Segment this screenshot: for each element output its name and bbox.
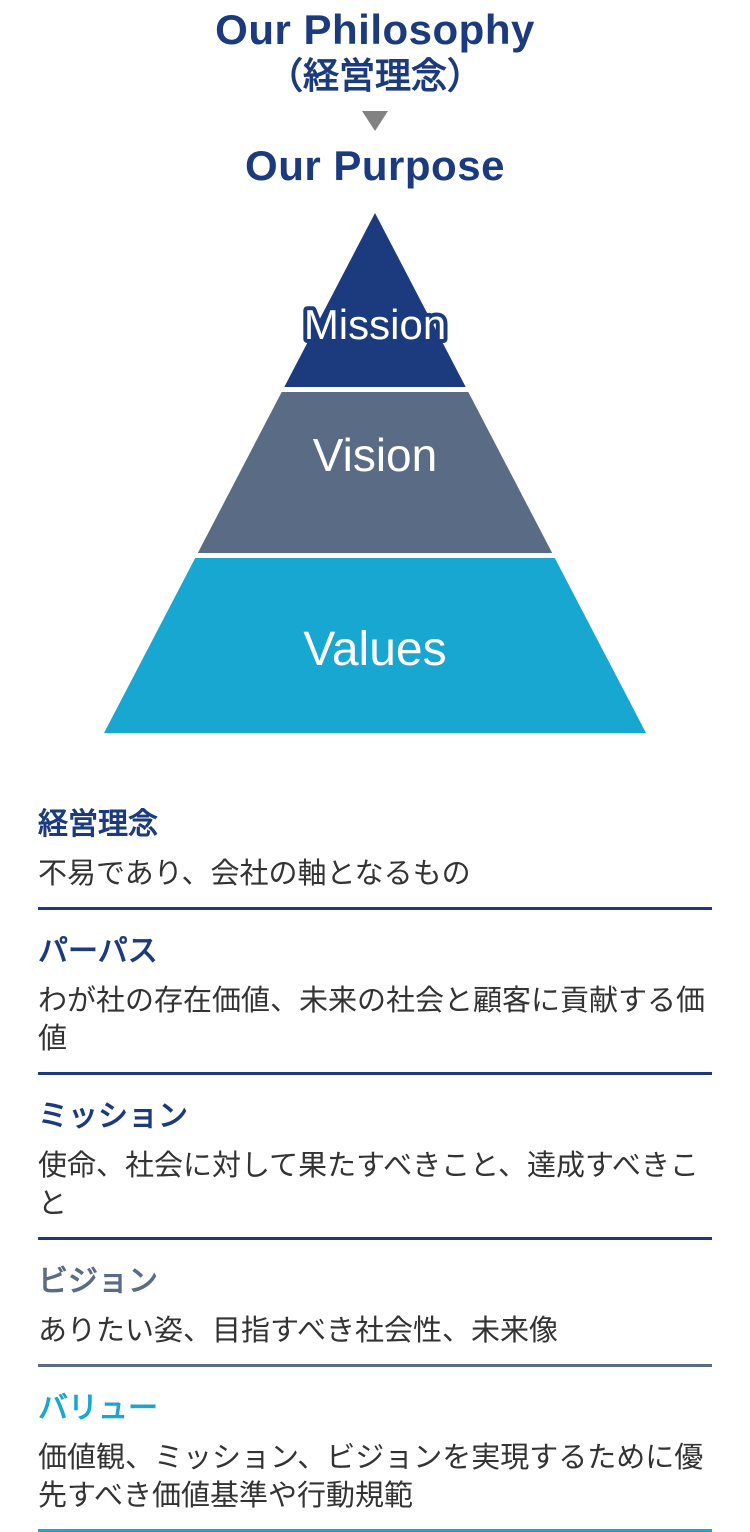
divider [38,1071,712,1075]
pyramid-tier-values [104,557,646,733]
definition-description: 価値観、ミッション、ビジョンを実現するために優先すべき価値基準や行動規範 [38,1441,704,1512]
definition-term: バリュー [38,1391,158,1425]
purpose-title: Our Purpose [245,141,505,189]
pyramid-tier-mission [284,212,466,387]
divider [38,906,712,910]
definition-term: ミッション [38,1099,188,1133]
definition-values: バリュー 価値観、ミッション、ビジョンを実現するために優先すべき価値基準や行動規… [38,1391,712,1532]
divider [38,1236,712,1240]
definition-mission: ミッション 使命、社会に対して果たすべきこと、達成すべきこと [38,1099,712,1240]
divider [38,1363,712,1367]
definition-vision: ビジョン ありたい姿、目指すべき社会性、未来像 [38,1264,712,1367]
pyramid-svg: Mission Vision Values [104,212,646,733]
definition-keieirinen: 経営理念 不易であり、会社の軸となるもの [38,807,712,910]
pyramid-tier-vision [197,391,553,553]
definition-purpose: パーパス わが社の存在価値、未来の社会と顧客に貢献する価値 [38,934,712,1075]
page-title-en: Our Philosophy [215,6,535,53]
page-title-ja: （経営理念） [266,55,483,97]
vision-label: Vision [313,429,437,481]
definition-term: ビジョン [38,1264,158,1298]
definition-description: わが社の存在価値、未来の社会と顧客に貢献する価値 [38,984,706,1055]
divider [38,1528,712,1532]
arrow-down-icon [362,110,388,131]
philosophy-pyramid: Mission Vision Values [104,212,646,733]
definition-term: パーパス [38,934,158,968]
definition-description: ありたい姿、目指すべき社会性、未来像 [38,1314,558,1347]
definitions-list: 経営理念 不易であり、会社の軸となるもの パーパス わが社の存在価値、未来の社会… [38,807,712,1532]
definition-description: 使命、社会に対して果たすべきこと、達成すべきこと [38,1149,699,1220]
definition-term: 経営理念 [38,807,158,841]
mission-label: Mission [304,301,446,348]
values-label: Values [303,623,446,676]
header: Our Philosophy （経営理念） Our Purpose [0,0,750,189]
definition-description: 不易であり、会社の軸となるもの [38,857,471,890]
